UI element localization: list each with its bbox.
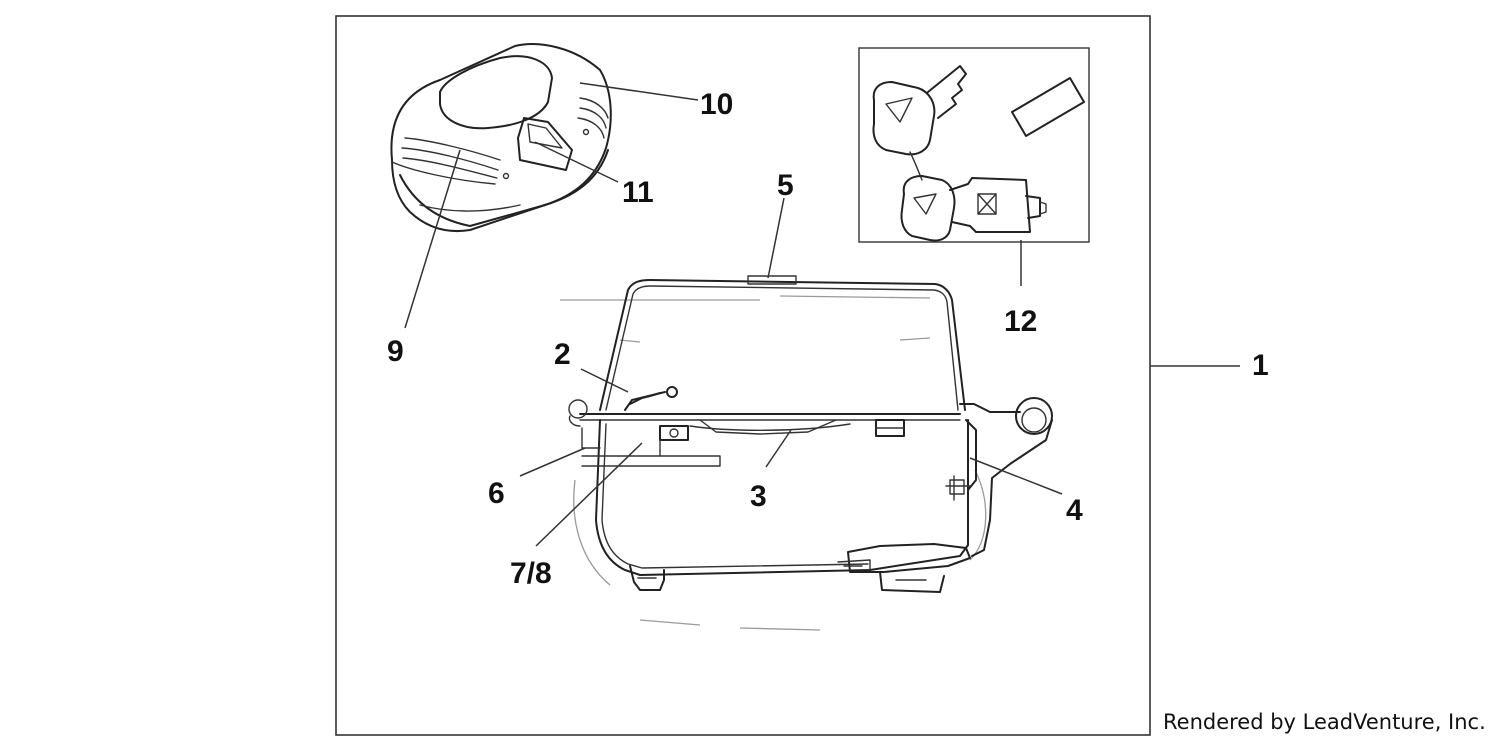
- key-lock-inset: [858, 47, 1090, 243]
- leader-lines: [404, 82, 1240, 547]
- callout-1[interactable]: 1: [1252, 349, 1269, 382]
- callout-12[interactable]: 12: [1004, 305, 1037, 338]
- leader-line-9: [404, 149, 461, 329]
- callout-11[interactable]: 11: [622, 176, 654, 209]
- diagram-frame: [335, 15, 1151, 736]
- base-plate-illustration: [560, 275, 1053, 631]
- leader-line-3: [765, 429, 792, 468]
- leader-line-78: [535, 442, 643, 547]
- callout-6[interactable]: 6: [488, 477, 505, 510]
- leader-line-5: [767, 197, 785, 279]
- callout-9[interactable]: 9: [387, 335, 404, 368]
- top-case-illustration: [390, 43, 612, 232]
- callout-10[interactable]: 10: [700, 88, 733, 121]
- leader-line-11: [534, 141, 619, 183]
- callout-2[interactable]: 2: [554, 338, 571, 371]
- callout-4[interactable]: 4: [1066, 494, 1083, 527]
- credit-text: Rendered by LeadVenture, Inc.: [1163, 710, 1486, 734]
- leader-line-6: [519, 447, 586, 477]
- leader-line-10: [579, 82, 699, 101]
- callout-3[interactable]: 3: [750, 480, 767, 513]
- leader-line-4: [969, 457, 1063, 495]
- callout-5[interactable]: 5: [777, 169, 794, 202]
- leader-line-2: [580, 368, 629, 393]
- callout-7-8[interactable]: 7/8: [510, 557, 552, 590]
